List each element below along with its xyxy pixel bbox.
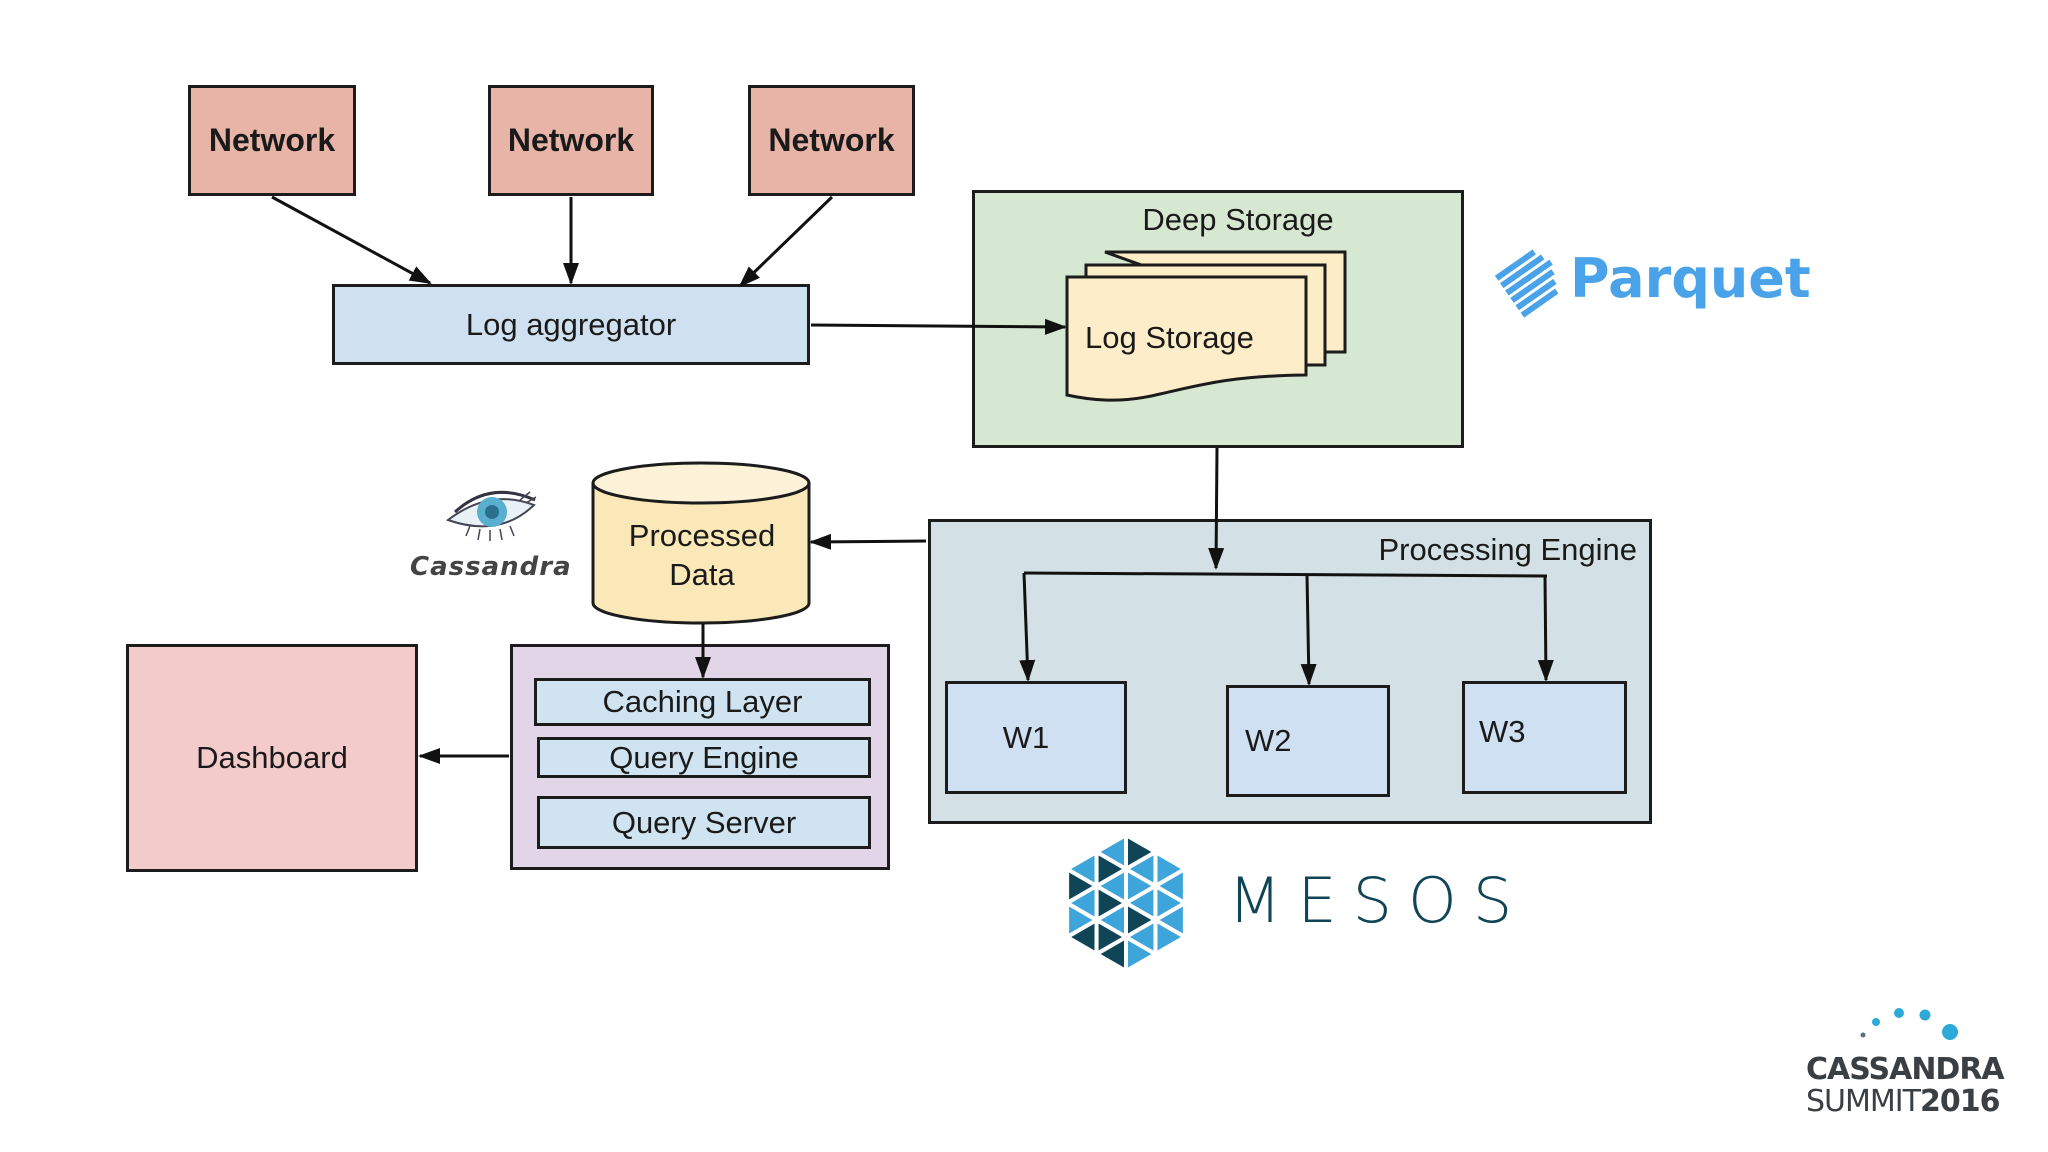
mesos-triangle [1124,933,1160,975]
mesos-triangle [1151,865,1187,907]
mesos-triangle [1063,916,1099,958]
summit-logo-line1: CASSANDRA [1806,1052,2005,1087]
deep-storage: Deep Storage [972,190,1464,448]
mesos-triangle [1092,899,1128,941]
processed-data-label-line1: Processed [629,518,775,553]
summit-logo-line2: SUMMIT2016 [1806,1084,2000,1119]
summit-logo-year: 2016 [1919,1084,2000,1119]
mesos-triangle [1124,865,1160,907]
mesos-triangle [1063,848,1099,890]
mesos-triangle [1153,882,1189,924]
arrow-network1-to-aggregator [271,195,432,285]
mesos-triangle [1121,882,1158,924]
mesos-triangle [1063,882,1099,924]
mesos-triangle [1094,848,1131,890]
dashboard-label: Dashboard [196,740,348,775]
worker-label: W3 [1479,713,1526,749]
network-label: Network [507,122,635,158]
cassandra-eye-icon [445,490,537,541]
mesos-triangle [1153,916,1189,958]
cassandra-logo-text: Cassandra [410,552,572,582]
network-source-1: Network [188,85,356,196]
query-server-label: Query Server [611,804,797,840]
mesos-triangle [1092,865,1128,907]
mesos-triangle [1151,899,1187,941]
dashboard: Dashboard [126,644,418,872]
worker-label: W2 [1245,723,1292,758]
processed-data-label-line2: Data [669,557,735,592]
mesos-triangle [1092,933,1128,975]
caching-layer-label: Caching Layer [602,684,803,719]
mesos-logo-icon [1063,831,1189,975]
mesos-triangle [1094,882,1131,924]
summit-logo-word: SUMMIT [1806,1084,1921,1119]
network-label: Network [768,122,895,158]
mesos-triangle [1065,899,1101,941]
log-aggregator: Log aggregator [332,284,810,365]
summit-dots-icon [1860,1008,1958,1040]
parquet-logo-text: Parquet [1570,247,1811,310]
mesos-triangle [1121,916,1158,958]
parquet-logo-icon [1494,249,1559,318]
worker-w3: W3 [1462,681,1627,794]
worker-w2: W2 [1226,685,1390,797]
network-source-2: Network [488,85,654,196]
mesos-triangle [1124,899,1160,941]
mesos-triangle [1065,865,1101,907]
deep-storage-title: Deep Storage [1142,202,1334,237]
network-source-3: Network [748,85,915,196]
worker-w1: W1 [945,681,1127,794]
log-aggregator-label: Log aggregator [465,306,677,342]
mesos-triangle [1121,848,1158,890]
arrow-network3-to-aggregator [738,195,834,288]
mesos-triangle [1092,831,1128,873]
query-engine: Query Engine [537,737,871,778]
processing-engine-title: Processing Engine [1378,532,1638,567]
arrow-processing-to-processed-data [809,533,927,550]
network-label: Network [208,122,336,158]
mesos-triangle [1094,916,1131,958]
query-server: Query Server [537,796,871,849]
processed-data-cylinder: Processed Data [591,461,811,625]
mesos-triangle [1153,848,1189,890]
worker-label: W1 [1002,719,1050,755]
caching-layer: Caching Layer [534,678,871,726]
mesos-logo-text: MESOS [1228,864,1529,937]
query-engine-label: Query Engine [609,739,799,775]
mesos-triangle [1124,831,1160,873]
